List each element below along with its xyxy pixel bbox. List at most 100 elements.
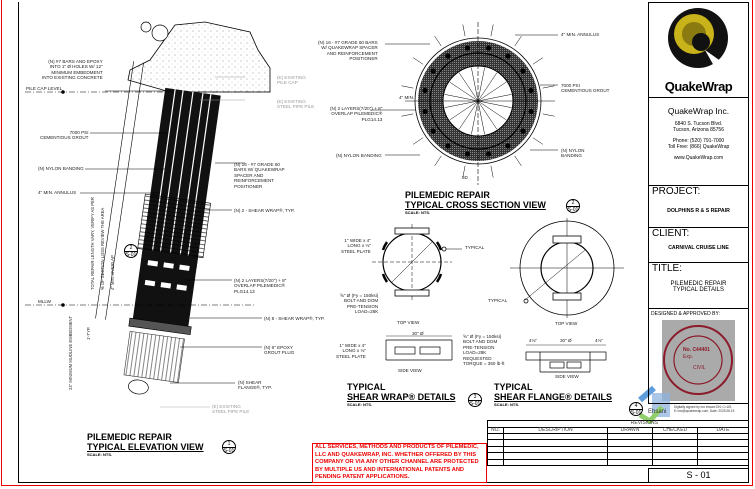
project-cell: PROJECT: DOLPHINS R & S REPAIR (648, 185, 749, 227)
cs-label-nylon-left: (N) NYLON BANDING (336, 153, 382, 158)
cs-scale: SCALE: NTS. (405, 210, 431, 215)
cs-dim-4min: 4" MIN. (399, 95, 415, 100)
rebar (485, 45, 492, 51)
elevation-title-line1: PILEMEDIC REPAIR (87, 432, 172, 442)
elevation-drawing (25, 21, 271, 408)
sw-label-plate-side: 1" WIDE x 4" LONG x ⅛" STEEL PLATE (336, 343, 366, 359)
client-value: CARNIVAL CRUISE LINE (668, 245, 729, 251)
positioner-tick (434, 155, 442, 166)
dim-mudline: 24" MINIMUM MUDLINE EMBEDMENT (68, 315, 73, 390)
label-pile-cap-level: PILE CAP LEVEL (26, 86, 63, 91)
revision-cell (697, 458, 749, 466)
revision-cell (652, 458, 698, 466)
designed-label: DESIGNED & APPROVED BY: (651, 311, 720, 317)
revision-row (487, 445, 749, 454)
company-address2: Tucson, Arizona 85756 (673, 127, 724, 133)
company-web[interactable]: www.QuakeWrap.com (673, 155, 724, 161)
spacer-spoke (471, 100, 479, 135)
logo-cell: QuakeWrap (648, 2, 749, 97)
dim-overlap: 4" MIN. OVERLAP (110, 255, 115, 290)
spacer-spoke (444, 100, 479, 108)
label-existing-steel-pipe-pile: (E) EXISTING STEEL PIPE PILE (277, 99, 315, 110)
revision-row (487, 458, 749, 466)
cs-label-grout: 7000 PSI CEMENTIOUS GROUT (561, 83, 610, 94)
revisions-table: REVISIONS NO. DESCRIPTION DRAWN CHECKED … (487, 420, 749, 466)
spacer-spoke (471, 67, 479, 102)
elevation-view-title: PILEMEDIC REPAIR TYPICAL ELEVATION VIEW … (87, 432, 204, 457)
elevation-title-line2: TYPICAL ELEVATION VIEW (87, 441, 204, 452)
sf-typical: TYPICAL (488, 298, 508, 303)
revision-row (487, 439, 749, 447)
project-value: DOLPHINS R & S REPAIR (667, 208, 730, 214)
positioner-tick (490, 24, 494, 37)
positioner-tick (413, 137, 424, 145)
positioner-tick (532, 57, 543, 65)
elevation-scale: SCALE: NTS. (87, 452, 113, 457)
positioner-tick (462, 165, 466, 178)
spacer-spoke (477, 67, 485, 102)
company-phone: Phone: (520) 791-7000 (672, 138, 725, 144)
rebar (520, 68, 526, 74)
rebar (422, 87, 428, 94)
sf-title-line2: SHEAR FLANGE® DETAILS (494, 391, 612, 402)
cross-section-title: PILEMEDIC REPAIR TYPICAL CROSS SECTION V… (405, 190, 546, 215)
label-epoxy-grout-plug: (N) 6" EPOXY GROUT PLUG (264, 345, 295, 356)
spacer-spoke (477, 100, 485, 135)
cs-label-annulus: 4" MIN. ANNULUS (561, 32, 600, 37)
label-pilemedic-layers: (N) 2 LAYERS(7/20") + 8" OVERLAP PILEMED… (234, 278, 287, 294)
sw-scale: SCALE: NTS. (347, 402, 373, 407)
positioner-tick (401, 113, 414, 117)
spacer-spoke (477, 94, 512, 102)
revision-cell (503, 458, 608, 466)
shear-flange-title: TYPICAL SHEAR FLANGE® DETAILS SCALE: NTS… (494, 382, 612, 407)
positioner-tick (514, 36, 522, 47)
shear-wrap-title: TYPICAL SHEAR WRAP® DETAILS SCALE: NTS. (347, 382, 456, 407)
pe-seal (662, 320, 735, 401)
spacer-spoke (477, 100, 498, 130)
sw-dim-dia: 30" Ø (412, 331, 424, 336)
revision-cell (697, 439, 749, 447)
sw-title-line2: SHEAR WRAP® DETAILS (347, 391, 456, 402)
cs-dim-5d: 5D (462, 175, 468, 180)
quakewrap-logo-mark (668, 8, 728, 68)
client-label: CLIENT: (652, 228, 690, 239)
patent-notice: ALL SERVICES, METHODS AND PRODUCTS OF PI… (312, 443, 487, 483)
label-shear-wrap-8: (N) 8 - SHEAR WRAP®, TYP. (264, 316, 325, 321)
shear-wrap-side-view (385, 335, 453, 361)
rebar (430, 68, 436, 74)
label-shear-flange: (N) SHEAR FLANGE®, TYP. (238, 380, 272, 391)
signature-text: Digitally signed by mo ehsani DN: C=US, … (674, 405, 735, 413)
sf-top-view-label: TOP VIEW (555, 321, 578, 326)
cs-label-bars: (N) 16 - #7 GRADE 60 BARS W/ QUAKEWRAP S… (318, 40, 378, 62)
signature-area: Digitally signed by mo ehsani DN: C=US, … (648, 403, 749, 413)
project-label: PROJECT: (652, 186, 701, 197)
positioner-tick (514, 155, 522, 166)
rebar (528, 87, 534, 94)
sw-label-plate-top: 1" WIDE x 4" LONG x ⅛" STEEL PLATE (341, 238, 371, 254)
revision-cell (697, 432, 749, 441)
company-name: QuakeWrap Inc. (667, 106, 730, 116)
spacer-spoke (458, 100, 479, 130)
positioner-tick (542, 113, 555, 117)
sf-side-view-label: SIDE VIEW (555, 374, 579, 379)
positioner-tick (542, 85, 555, 89)
sf-scale: SCALE: NTS. (494, 402, 520, 407)
seal-civil: CIVIL (693, 365, 706, 371)
label-bars-epoxy: (N) #7 BARS AND EPOXY INTO 1" Ø HOLES W/… (42, 59, 103, 81)
digital-signature-mark (638, 385, 670, 425)
sf-title-line1: TYPICAL (494, 382, 533, 392)
designed-cell: DESIGNED & APPROVED BY: No. C44401 Exp. … (648, 308, 749, 403)
logo-text: QuakeWrap (664, 79, 733, 94)
section-sheet: S-01 (125, 252, 137, 258)
rebar (528, 108, 534, 115)
sf-dim-dia: 30" Ø (560, 338, 572, 343)
seal-license-no: No. C44401 (683, 347, 710, 353)
spacer-spoke (458, 72, 479, 102)
cs-label-nylon-right: (N) NYLON BANDING (561, 148, 585, 159)
sf-dim-right: 4⅛" (595, 338, 604, 343)
